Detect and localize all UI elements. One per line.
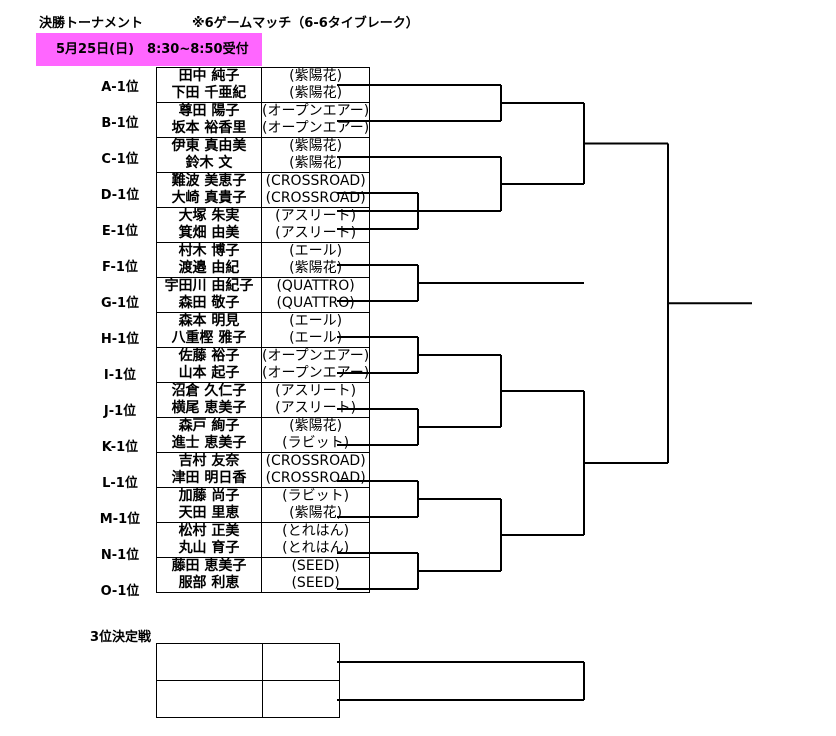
player-row: 松村 正美(とれはん): [156, 522, 371, 540]
seed-label: K-1位: [101, 440, 139, 455]
player-name: 村木 博子: [156, 242, 262, 260]
match-format-note: ※6ゲームマッチ（6-6タイブレーク）: [192, 16, 419, 31]
player-name: 津田 明日香: [156, 470, 262, 488]
roster-table: 田中 純子(紫陽花)下田 千亜紀(紫陽花)尊田 陽子(オープンエアー)坂本 裕香…: [156, 67, 371, 593]
player-name: 吉村 友奈: [156, 452, 262, 470]
player-row: 田中 純子(紫陽花): [156, 67, 371, 85]
seed-label: B-1位: [101, 116, 139, 131]
player-row: 森戸 絢子(紫陽花): [156, 417, 371, 435]
player-club: (とれはん): [260, 522, 371, 540]
seed-label: I-1位: [103, 368, 137, 383]
player-name: 田中 純子: [156, 67, 262, 85]
player-row: 宇田川 由紀子(QUATTRO): [156, 277, 371, 295]
seed-label: A-1位: [101, 80, 139, 95]
player-name: 大崎 真貴子: [156, 190, 262, 208]
player-row: 佐藤 裕子(オープンエアー): [156, 347, 371, 365]
seed-label: H-1位: [100, 332, 140, 347]
seed-label: D-1位: [100, 188, 140, 203]
seed-label: O-1位: [100, 584, 140, 599]
player-row: 丸山 育子(とれはん): [156, 540, 371, 558]
player-name: 宇田川 由紀子: [156, 277, 262, 295]
player-row: 加藤 尚子(ラビット): [156, 487, 371, 505]
player-club: (QUATTRO): [260, 295, 371, 313]
player-row: 難波 美恵子(CROSSROAD): [156, 172, 371, 190]
player-row: 吉村 友奈(CROSSROAD): [156, 452, 371, 470]
seed-label: J-1位: [103, 404, 137, 419]
player-name: 難波 美恵子: [156, 172, 262, 190]
player-row: 坂本 裕香里(オープンエアー): [156, 120, 371, 138]
player-row: 伊東 真由美(紫陽花): [156, 137, 371, 155]
date-banner: 5月25日(日) 8:30~8:50受付: [36, 33, 262, 66]
player-club: (CROSSROAD): [260, 452, 371, 470]
player-name: 尊田 陽子: [156, 102, 262, 120]
player-club: (CROSSROAD): [260, 172, 371, 190]
player-club: (オープンエアー): [260, 347, 371, 365]
player-name: 服部 利恵: [156, 575, 262, 593]
player-club: (アスリート): [260, 382, 371, 400]
player-row: 山本 起子(オープンエアー): [156, 365, 371, 383]
player-name: 森戸 絢子: [156, 417, 262, 435]
player-name: 沼倉 久仁子: [156, 382, 262, 400]
player-club: (紫陽花): [260, 505, 371, 523]
player-name: 箕畑 由美: [156, 225, 262, 243]
seed-label: E-1位: [101, 224, 139, 239]
third-place-title: 3位決定戦: [90, 630, 152, 645]
player-name: 大塚 朱実: [156, 207, 262, 225]
player-row: 天田 里恵(紫陽花): [156, 505, 371, 523]
player-club: (エール): [260, 312, 371, 330]
player-name: 森本 明見: [156, 312, 262, 330]
seed-label: G-1位: [100, 296, 140, 311]
player-club: (紫陽花): [260, 67, 371, 85]
player-row: 横尾 恵美子(アスリート): [156, 400, 371, 418]
player-club: (紫陽花): [260, 417, 371, 435]
player-row: 沼倉 久仁子(アスリート): [156, 382, 371, 400]
player-row: 村木 博子(エール): [156, 242, 371, 260]
player-name: 下田 千亜紀: [156, 85, 262, 103]
player-name: 天田 里恵: [156, 505, 262, 523]
player-name: 松村 正美: [156, 522, 262, 540]
player-club: (ラビット): [260, 487, 371, 505]
player-club: (SEED): [260, 557, 371, 575]
tournament-title: 決勝トーナメント: [39, 16, 144, 31]
player-row: 大崎 真貴子(CROSSROAD): [156, 190, 371, 208]
player-row: 八重樫 雅子(エール): [156, 330, 371, 348]
player-club: (オープンエアー): [260, 365, 371, 383]
third-place-table: [156, 643, 340, 718]
player-row: 森田 敬子(QUATTRO): [156, 295, 371, 313]
player-row: 尊田 陽子(オープンエアー): [156, 102, 371, 120]
player-name: 藤田 恵美子: [156, 557, 262, 575]
player-name: 佐藤 裕子: [156, 347, 262, 365]
seed-label: L-1位: [102, 476, 138, 491]
player-row: 藤田 恵美子(SEED): [156, 557, 371, 575]
player-club: (エール): [260, 242, 371, 260]
player-club: (紫陽花): [260, 137, 371, 155]
seed-label: N-1位: [100, 548, 140, 563]
player-name: 伊東 真由美: [156, 137, 262, 155]
player-club: (オープンエアー): [260, 102, 371, 120]
third-place-slot-2-name: [156, 680, 263, 718]
seed-label: F-1位: [102, 260, 138, 275]
player-name: 加藤 尚子: [156, 487, 262, 505]
player-name: 渡邉 由紀: [156, 260, 262, 278]
player-club: (QUATTRO): [260, 277, 371, 295]
player-row: 下田 千亜紀(紫陽花): [156, 85, 371, 103]
player-name: 山本 起子: [156, 365, 262, 383]
player-row: 森本 明見(エール): [156, 312, 371, 330]
seed-label: M-1位: [99, 512, 141, 527]
seed-label: C-1位: [101, 152, 139, 167]
player-club: (紫陽花): [260, 155, 371, 173]
